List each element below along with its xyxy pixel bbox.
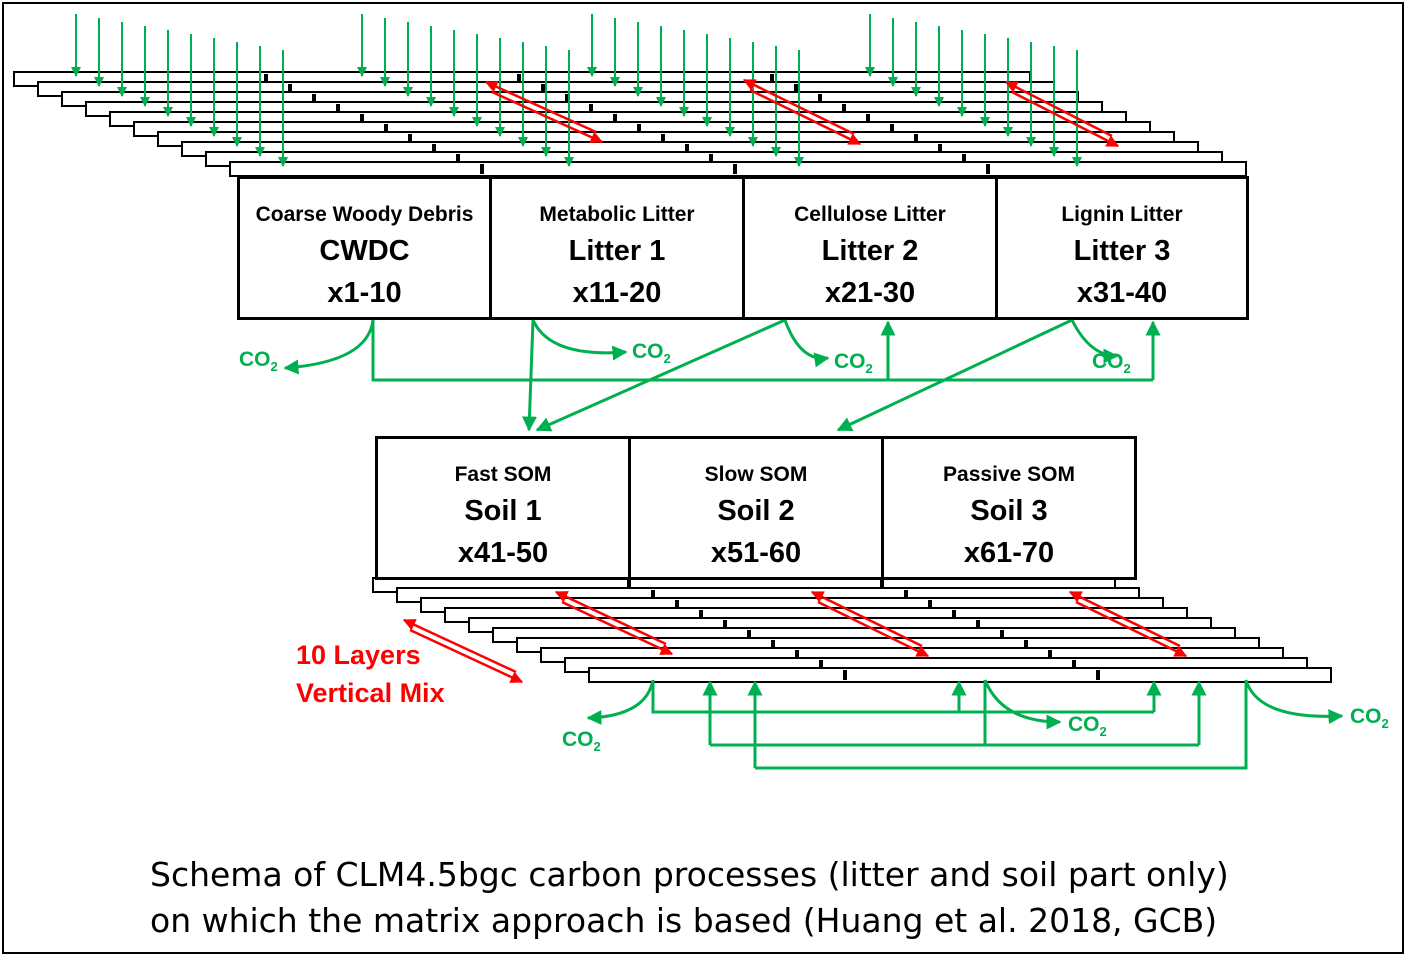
- co2-label-cwdc: CO2: [239, 348, 278, 374]
- vertical-mix-arrows: [402, 78, 1188, 684]
- vertical-mix-arrow: [749, 88, 862, 146]
- pool-index: x51-60: [710, 537, 802, 569]
- pool-name: Litter 2: [821, 235, 919, 267]
- co2-flux-arrow: [1070, 319, 1119, 364]
- pool-soil-1: Fast SOM Soil 1 x41-50: [375, 436, 631, 580]
- pool-subtitle: Cellulose Litter: [794, 203, 946, 226]
- pool-litter-1: Metabolic Litter Litter 1 x11-20: [489, 176, 745, 320]
- pool-cwdc: Coarse Woody Debris CWDC x1-10: [237, 176, 492, 320]
- litter1-to-soil1-arrow: [521, 319, 537, 432]
- vertical-mix-arrow: [1004, 80, 1113, 138]
- pool-index: x61-70: [963, 537, 1055, 569]
- litter3-to-soil2-arrow: [836, 318, 1073, 432]
- co2-subscript: 2: [663, 351, 671, 367]
- pool-subtitle: Fast SOM: [454, 463, 552, 486]
- soil-transfer-line: [651, 680, 1154, 714]
- litter-layer: [229, 161, 1247, 177]
- pool-name: CWDC: [319, 235, 410, 267]
- pool-index: x31-40: [1076, 277, 1168, 309]
- caption-line-1: Schema of CLM4.5bgc carbon processes (li…: [150, 855, 1229, 894]
- co2-flux-arrow: [783, 319, 830, 368]
- co2-base: CO: [1092, 350, 1124, 373]
- co2-flux-arrow: [1244, 679, 1344, 725]
- pool-name: Soil 1: [464, 495, 542, 527]
- vertical-mix-arrow: [554, 590, 667, 646]
- pool-index: x41-50: [457, 537, 549, 569]
- co2-base: CO: [632, 340, 664, 363]
- soil-layer: [588, 667, 1332, 683]
- co2-base: CO: [239, 348, 271, 371]
- pool-soil-3: Passive SOM Soil 3 x61-70: [881, 436, 1137, 580]
- pool-subtitle: Passive SOM: [943, 463, 1075, 486]
- pool-litter-2: Cellulose Litter Litter 2 x21-30: [742, 176, 998, 320]
- co2-subscript: 2: [1099, 724, 1107, 740]
- vertical-mix-arrow: [1068, 590, 1181, 648]
- vertical-mix-arrow: [484, 80, 597, 134]
- co2-base: CO: [1068, 713, 1100, 736]
- co2-base: CO: [562, 728, 594, 751]
- pool-index: x1-10: [327, 277, 402, 309]
- pool-soil-2: Slow SOM Soil 2 x51-60: [628, 436, 884, 580]
- vertical-mix-arrow: [742, 78, 855, 136]
- co2-flux-arrow: [283, 319, 375, 375]
- pool-subtitle: Slow SOM: [704, 463, 808, 486]
- co2-flux-arrow: [531, 319, 628, 361]
- vertical-mix-arrow: [817, 600, 930, 658]
- co2-label-litter-1: CO2: [632, 340, 671, 366]
- soil-transfer-line: [755, 680, 1248, 770]
- co2-label-litter-2: CO2: [834, 350, 873, 376]
- co2-subscript: 2: [593, 739, 601, 755]
- co2-label-soil-2: CO2: [1068, 713, 1107, 739]
- co2-label-litter-3: CO2: [1092, 350, 1131, 376]
- vertical-mix-label: 10 Layers Vertical Mix: [296, 636, 445, 712]
- pool-name: Soil 2: [717, 495, 795, 527]
- co2-flux-arrow: [586, 679, 655, 726]
- co2-base: CO: [834, 350, 866, 373]
- caption-line-2: on which the matrix approach is based (H…: [150, 901, 1218, 940]
- co2-base: CO: [1350, 705, 1382, 728]
- co2-subscript: 2: [1381, 716, 1389, 732]
- vertical-mix-legend-arrow: [409, 628, 524, 684]
- co2-label-soil-1: CO2: [562, 728, 601, 754]
- figure-caption: Schema of CLM4.5bgc carbon processes (li…: [150, 852, 1229, 944]
- layer-stacks: [13, 71, 1332, 683]
- pool-litter-3: Lignin Litter Litter 3 x31-40: [995, 176, 1249, 320]
- vertical-mix-legend-arrow: [402, 618, 517, 674]
- vertical-mix-line-1: 10 Layers: [296, 640, 421, 670]
- pool-subtitle: Lignin Litter: [1061, 203, 1183, 226]
- co2-label-soil-3: CO2: [1350, 705, 1389, 731]
- pool-name: Litter 1: [568, 235, 666, 267]
- cwd-transfer-line: [371, 320, 1153, 382]
- pool-index: x11-20: [572, 277, 662, 309]
- pool-name: Soil 3: [970, 495, 1048, 527]
- vertical-mix-arrow: [810, 590, 923, 648]
- co2-subscript: 2: [1123, 361, 1131, 377]
- co2-subscript: 2: [865, 361, 873, 377]
- vertical-mix-arrow: [1075, 600, 1188, 658]
- vertical-mix-arrow: [1011, 90, 1120, 148]
- pool-subtitle: Coarse Woody Debris: [255, 203, 474, 226]
- vertical-mix-arrow: [561, 600, 674, 656]
- pool-name: Litter 3: [1073, 235, 1171, 267]
- co2-flux-arrow: [983, 679, 1062, 730]
- vertical-mix-arrow: [491, 90, 604, 144]
- pool-subtitle: Metabolic Litter: [539, 203, 695, 226]
- vertical-mix-line-2: Vertical Mix: [296, 678, 445, 708]
- litter2-to-soil1-arrow: [535, 318, 786, 432]
- co2-subscript: 2: [270, 359, 278, 375]
- pool-index: x21-30: [824, 277, 916, 309]
